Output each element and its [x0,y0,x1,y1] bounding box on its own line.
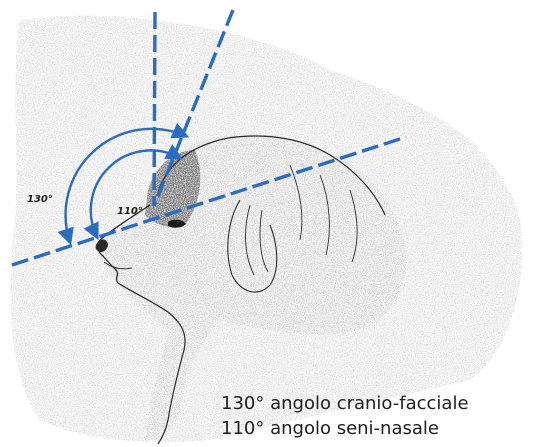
inner-angle-label: 110° [117,206,143,217]
legend-line-cranio-facial: 130° angolo cranio-facciale [221,391,469,416]
outer-angle-label: 130° [27,194,53,205]
vertical-reference-line [154,12,155,206]
legend-line-naso-frontal: 110° angolo seni-nasale [221,416,469,441]
angle-legend: 130° angolo cranio-facciale 110° angolo … [221,391,469,441]
